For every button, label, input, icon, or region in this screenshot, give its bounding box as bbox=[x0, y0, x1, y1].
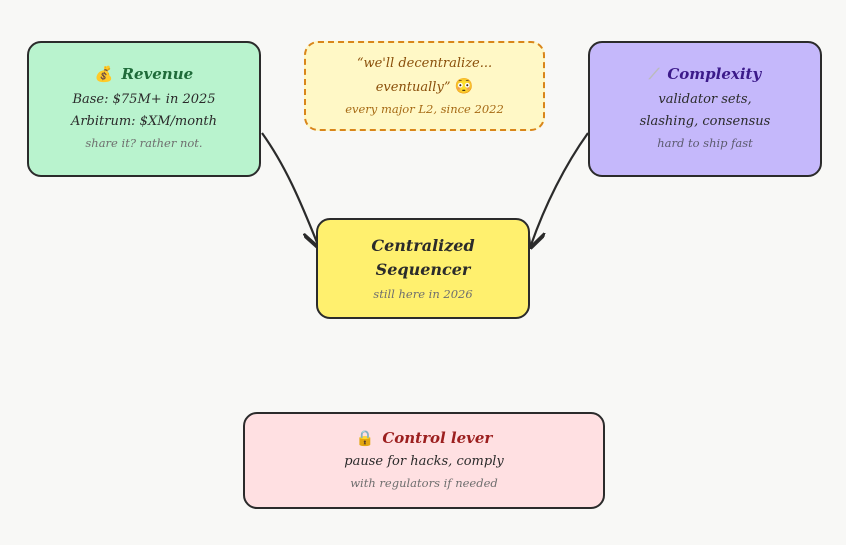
complexity-node[interactable]: ⟋ Complexity validator sets, slashing, c… bbox=[588, 41, 822, 177]
quote-note: every major L2, since 2022 bbox=[345, 102, 504, 116]
bone-icon: ⟋ bbox=[648, 65, 660, 83]
edge-revenue-to-sequencer bbox=[261, 132, 318, 245]
control-lever-node[interactable]: 🔒 Control lever pause for hacks, comply … bbox=[243, 412, 605, 509]
control-title: 🔒 Control lever bbox=[356, 429, 493, 447]
control-title-text: Control lever bbox=[382, 428, 493, 447]
quote-line-2: eventually” bbox=[375, 80, 451, 95]
quote-node[interactable]: “we'll decentralize... eventually” 😳 eve… bbox=[304, 41, 545, 131]
revenue-node[interactable]: 💰 Revenue Base: $75M+ in 2025 Arbitrum: … bbox=[27, 41, 261, 177]
complexity-line-2: slashing, consensus bbox=[639, 114, 771, 129]
money-bag-icon: 💰 bbox=[94, 65, 114, 83]
edge-complexity-to-sequencer bbox=[531, 132, 589, 245]
complexity-line-1: validator sets, bbox=[658, 92, 752, 107]
revenue-title-text: Revenue bbox=[121, 65, 194, 83]
revenue-title: 💰 Revenue bbox=[95, 65, 193, 83]
control-note: with regulators if needed bbox=[350, 475, 498, 490]
quote-line-1: “we'll decentralize... bbox=[356, 56, 493, 71]
flushed-face-icon: 😳 bbox=[454, 77, 474, 95]
complexity-title: ⟋ Complexity bbox=[649, 65, 761, 83]
sequencer-title-line-1: Centralized bbox=[371, 235, 475, 255]
sequencer-node[interactable]: Centralized Sequencer still here in 2026 bbox=[316, 218, 530, 319]
control-line-1: pause for hacks, comply bbox=[344, 453, 504, 469]
complexity-title-text: Complexity bbox=[667, 65, 762, 83]
quote-line-2-wrap: eventually” 😳 bbox=[376, 75, 474, 99]
sequencer-title-line-2: Sequencer bbox=[375, 259, 471, 279]
sequencer-title: Centralized Sequencer bbox=[371, 234, 474, 282]
sequencer-note: still here in 2026 bbox=[373, 286, 473, 301]
revenue-line-base: Base: $75M+ in 2025 bbox=[72, 92, 216, 107]
lock-icon: 🔒 bbox=[355, 428, 375, 447]
revenue-note: share it? rather not. bbox=[85, 136, 203, 150]
revenue-line-arbitrum: Arbitrum: $XM/month bbox=[70, 114, 218, 129]
complexity-note: hard to ship fast bbox=[657, 136, 753, 150]
